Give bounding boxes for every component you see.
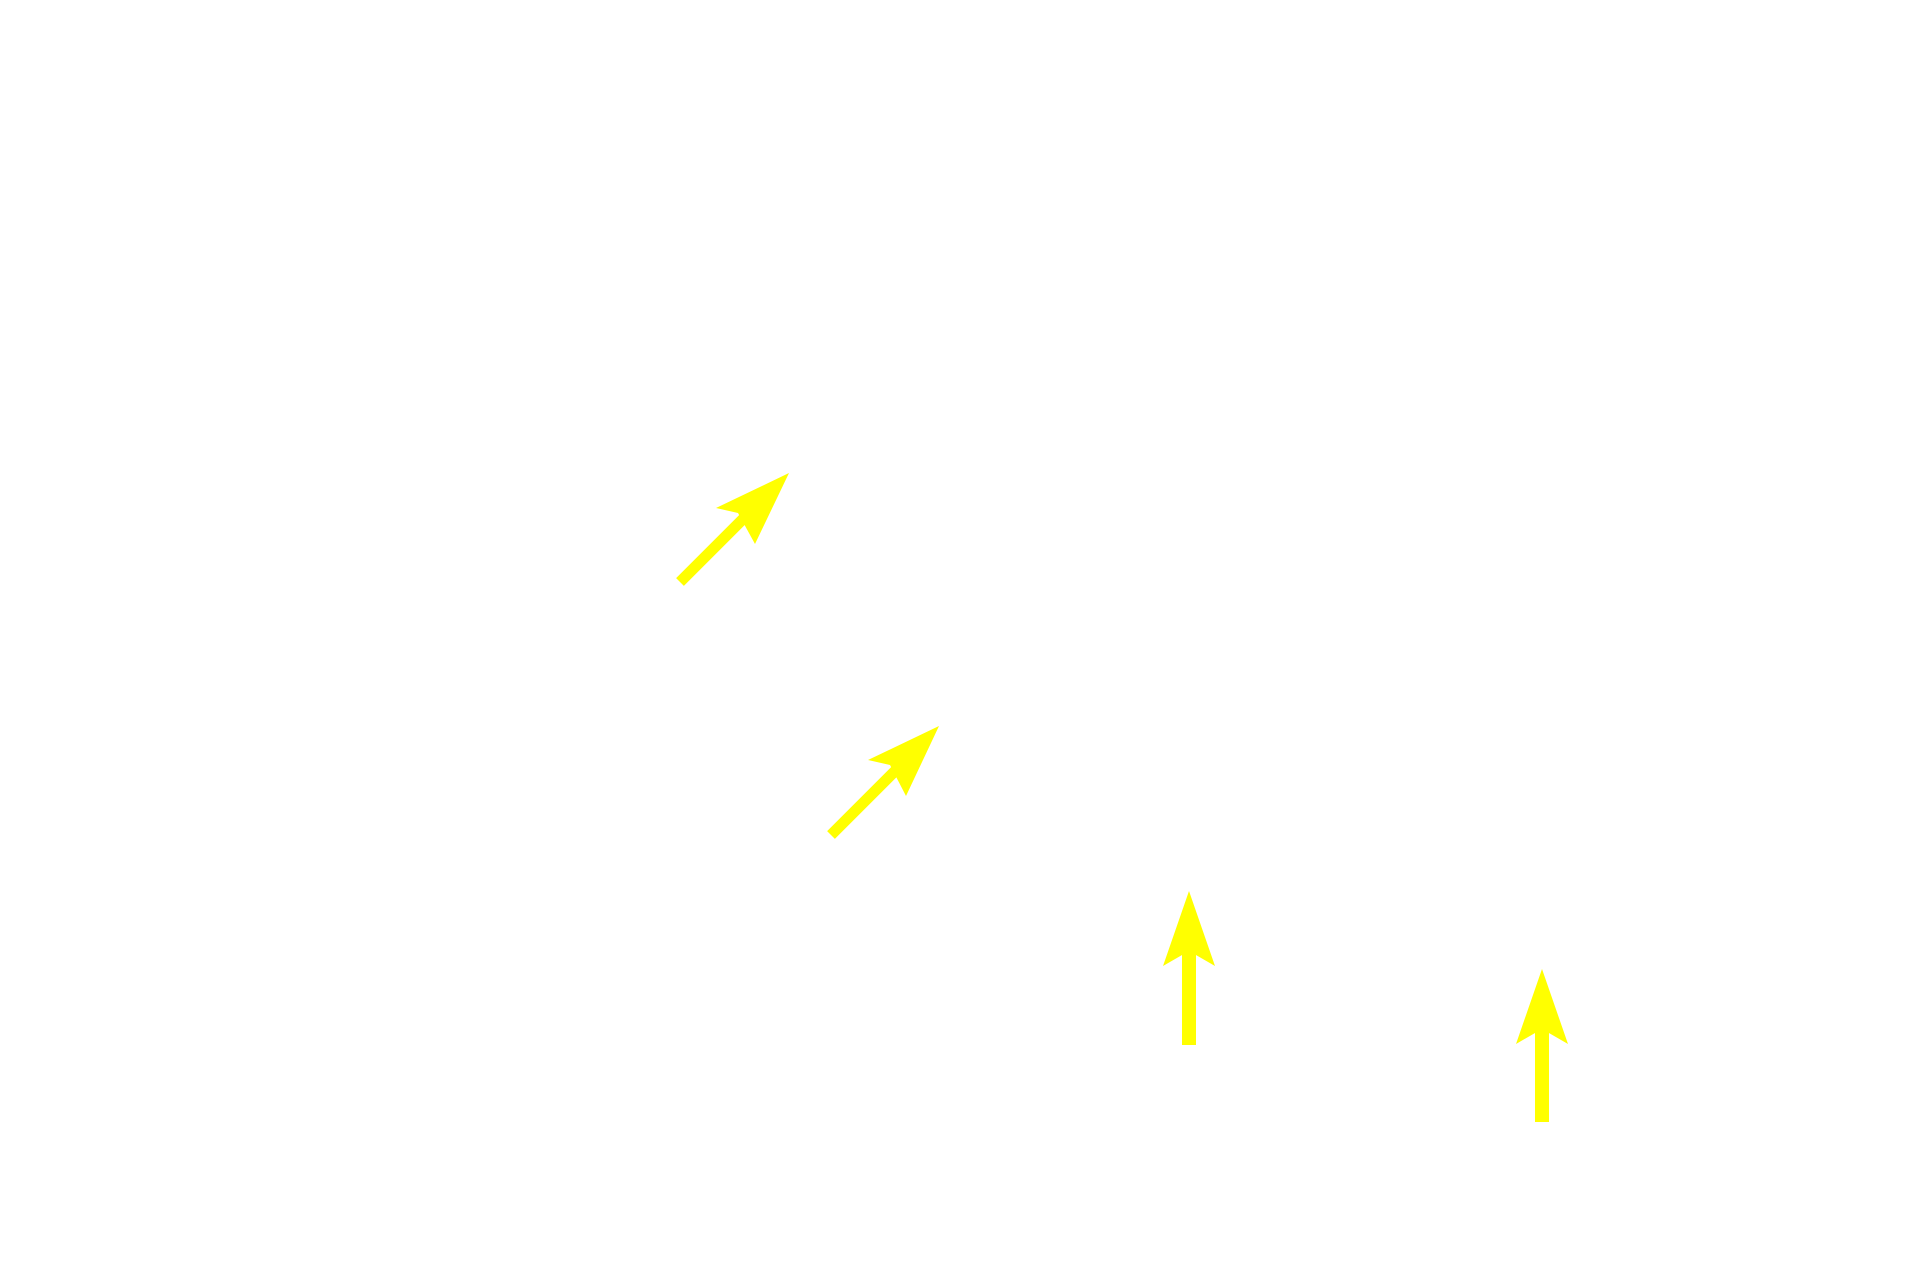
arrow-up-right-icon — [827, 726, 939, 839]
arrow-up-icon — [1516, 969, 1568, 1122]
arrow-up-right-icon — [676, 473, 789, 586]
arrow-up-icon — [1163, 891, 1215, 1045]
